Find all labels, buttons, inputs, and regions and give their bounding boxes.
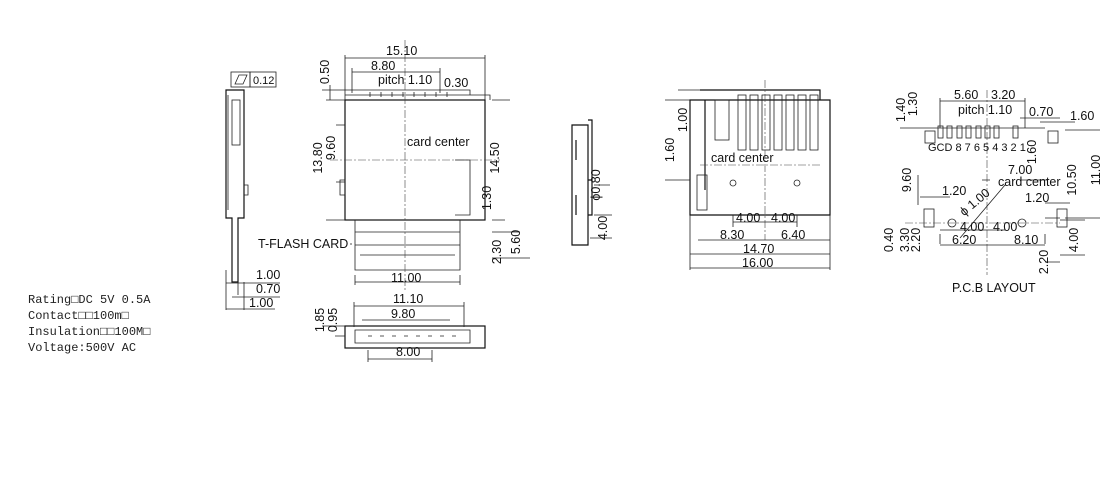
dimension-label: 1.60 [663, 138, 677, 162]
spec-voltage: Voltage:500V AC [28, 341, 137, 355]
dimension-label: 0.50 [318, 60, 332, 84]
dimension-label: 10.50 [1065, 164, 1079, 195]
dimension-label: 1.40 [894, 98, 908, 122]
dimension-label: pitch 1.10 [958, 103, 1012, 117]
dimension-label: 3.30 [898, 228, 912, 252]
pcb-layout-title: P.C.B LAYOUT [952, 281, 1036, 295]
dimension-label: T-FLASH CARD [258, 237, 348, 251]
dimension-label: 1.60 [1070, 109, 1094, 123]
dimension-label: 16.00 [742, 256, 773, 270]
dimension-label: 11.10 [393, 292, 423, 306]
dimension-label: 11.00 [1089, 155, 1103, 185]
dimension-label: 6.40 [781, 228, 805, 242]
dimension-label: 13.80 [311, 142, 325, 173]
dimension-label: 4.00 [736, 211, 760, 225]
dimension-label: 8.00 [396, 345, 420, 359]
dimension-label: 6.20 [952, 233, 976, 247]
dimension-label: 1.85 [313, 308, 327, 332]
dimension-label: 0.70 [256, 282, 280, 296]
dimension-label: 1.20 [942, 184, 966, 198]
spec-contact: Contact□□100m□ [28, 309, 129, 323]
dimension-label: 4.00 [771, 211, 795, 225]
dimension-label: 0.95 [326, 308, 340, 332]
dimension-label: 8.10 [1014, 233, 1038, 247]
dimension-label: 14.70 [743, 242, 774, 256]
dimension-label: 2.30 [490, 240, 504, 264]
spec-insulation: Insulation□□100M□ [28, 325, 151, 339]
dimension-label: 8.30 [720, 228, 744, 242]
dimension-label: 14.50 [488, 142, 502, 173]
dimension-label: card center [998, 175, 1061, 189]
dimension-label: 8.80 [371, 59, 395, 73]
dimension-label: 1.30 [906, 92, 920, 116]
dimension-label: 1.20 [1025, 191, 1049, 205]
dimension-label: 1.00 [676, 108, 690, 132]
dimension-label: card center [407, 135, 470, 149]
spec-notes: Rating□DC 5V 0.5A Contact□□100m□ Insulat… [28, 292, 150, 356]
dimension-label: 1.60 [1025, 140, 1039, 164]
dimension-label: 1.00 [256, 268, 280, 282]
dimension-label: ϕ0.80 [589, 169, 603, 200]
dimension-label: 4.00 [596, 216, 610, 240]
dimension-label: 7.00 [1008, 163, 1032, 177]
dimension-label: 4.00 [993, 220, 1017, 234]
top-view: 15.10 8.80 pitch 1.10 0.30 0.50 13.80 9.… [258, 40, 530, 290]
dimension-label: 9.60 [900, 168, 914, 192]
dimension-label: 4.00 [960, 220, 984, 234]
dimension-label: 0.40 [882, 228, 896, 252]
dimension-label: 2.20 [909, 228, 923, 252]
dimension-label: 5.60 [954, 88, 978, 102]
dimension-label: 0.30 [444, 76, 468, 90]
end-view: ϕ0.80 4.00 [571, 119, 612, 246]
spec-rating: Rating□DC 5V 0.5A [28, 293, 151, 307]
dimension-label: 11.00 [391, 271, 421, 285]
underside-view: 1.00 1.60 card center 4.00 4.00 8.30 6.4… [663, 80, 831, 270]
bottom-view: 1.85 0.95 11.10 9.80 8.00 [313, 292, 486, 362]
dimension-label: 9.80 [391, 307, 415, 321]
side-view: 0.12 1.00 0.70 1.00 [225, 71, 280, 310]
dimension-label: 3.20 [991, 88, 1015, 102]
dimension-label: card center [711, 151, 774, 165]
dimension-label: 4.00 [1067, 228, 1081, 252]
dimension-label: pitch 1.10 [378, 73, 432, 87]
flatness-value: 0.12 [253, 75, 274, 87]
dimension-label: 15.10 [386, 44, 417, 58]
flatness-icon [234, 74, 248, 85]
dimension-label: 5.60 [509, 230, 523, 254]
dimension-label: 1.00 [249, 296, 273, 310]
dimension-label: 0.70 [1029, 105, 1053, 119]
dimension-label: 1.30 [480, 186, 494, 210]
dimension-label: 9.60 [324, 136, 338, 160]
pcb-layout: 5.60 3.20 pitch 1.10 0.70 1.60 1.40 1.30… [882, 88, 1103, 295]
dimension-label: 2.20 [1037, 250, 1051, 274]
pcb-pin-labels: GCD 8 7 6 5 4 3 2 1 [928, 142, 1026, 154]
